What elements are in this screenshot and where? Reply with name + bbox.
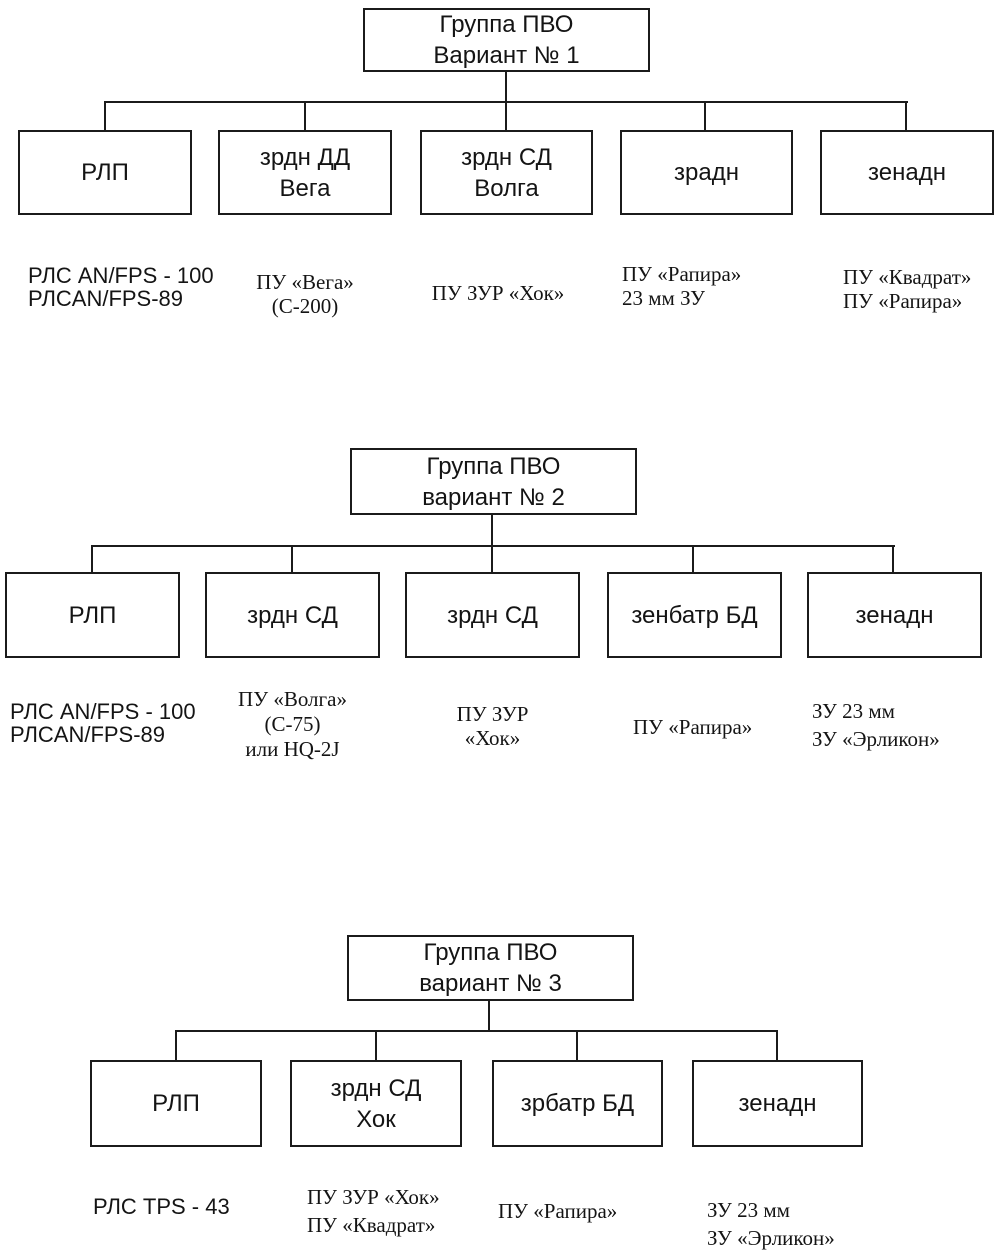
unit-box-zenadn: зенадн [692, 1060, 863, 1147]
unit-box-rlp: РЛП [18, 130, 192, 215]
group-title-box-variant-3: Группа ПВО вариант № 3 [347, 935, 634, 1001]
connector-drop [892, 547, 894, 572]
equipment-caption: ПУ «Квадрат» ПУ «Рапира» [843, 265, 972, 313]
connector-drop [776, 1032, 778, 1060]
equipment-caption: ПУ «Рапира» [633, 715, 753, 739]
connector-drop [291, 547, 293, 572]
connector-drop [91, 547, 93, 572]
equipment-caption: ПУ ЗУР «Хок» [431, 281, 565, 305]
connector-drop [104, 103, 106, 130]
equipment-caption: РЛС AN/FPS - 100 РЛСAN/FPS-89 [10, 699, 196, 747]
connector-drop [704, 103, 706, 130]
unit-box-zenbatr-bd: зенбатр БД [607, 572, 782, 658]
equipment-caption: ПУ «Вега» (С-200) [256, 270, 354, 318]
connector-riser [505, 70, 507, 101]
unit-box-rlp: РЛП [90, 1060, 262, 1147]
equipment-caption: ПУ «Рапира» 23 мм ЗУ [622, 262, 742, 310]
connector-riser [491, 513, 493, 545]
equipment-caption: ПУ ЗУР «Хок» ПУ «Квадрат» [307, 1185, 440, 1237]
connector-drop [491, 547, 493, 572]
connector-drop [375, 1032, 377, 1060]
unit-box-rlp: РЛП [5, 572, 180, 658]
connector-drop [304, 103, 306, 130]
unit-box-zrdn-dd-vega: зрдн ДД Вега [218, 130, 392, 215]
equipment-caption: ЗУ 23 мм ЗУ «Эрликон» [707, 1198, 835, 1250]
equipment-caption: РЛС TPS - 43 [93, 1194, 230, 1219]
equipment-caption: РЛС AN/FPS - 100 РЛСAN/FPS-89 [28, 263, 214, 311]
unit-box-zrbatr-bd: зрбатр БД [492, 1060, 663, 1147]
unit-box-zradn: зрадн [620, 130, 793, 215]
connector-bus [175, 1030, 778, 1032]
unit-box-zrdn-sd-hok: зрдн СД Хок [290, 1060, 462, 1147]
unit-box-zenadn: зенадн [820, 130, 994, 215]
connector-drop [505, 103, 507, 130]
connector-drop [692, 547, 694, 572]
equipment-caption: ПУ «Рапира» [498, 1199, 618, 1223]
equipment-caption: ПУ «Волга» (С-75) или HQ-2J [238, 687, 347, 761]
connector-bus [91, 545, 895, 547]
equipment-caption: ЗУ 23 мм ЗУ «Эрликон» [812, 699, 940, 751]
connector-drop [905, 103, 907, 130]
connector-riser [488, 999, 490, 1030]
equipment-caption: ПУ ЗУР «Хок» [456, 702, 529, 750]
unit-box-zenadn: зенадн [807, 572, 982, 658]
connector-drop [576, 1032, 578, 1060]
unit-box-zrdn-sd-2: зрдн СД [405, 572, 580, 658]
unit-box-zrdn-sd-1: зрдн СД [205, 572, 380, 658]
group-title-box-variant-2: Группа ПВО вариант № 2 [350, 448, 637, 515]
group-title-box-variant-1: Группа ПВО Вариант № 1 [363, 8, 650, 72]
connector-bus [104, 101, 908, 103]
unit-box-zrdn-sd-volga: зрдн СД Волга [420, 130, 593, 215]
connector-drop [175, 1032, 177, 1060]
